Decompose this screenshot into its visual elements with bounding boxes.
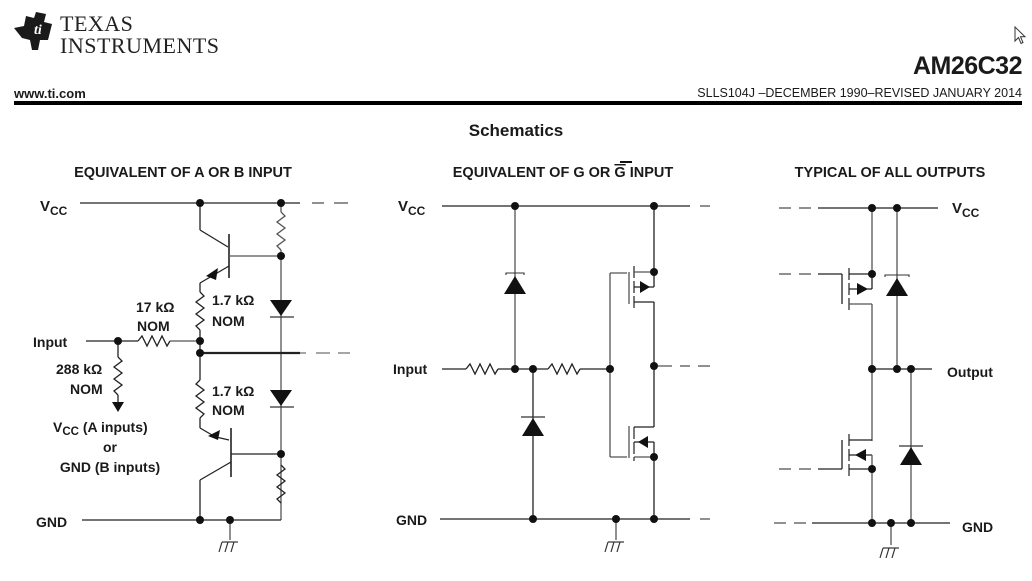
r-series-value: 17 kΩ <box>136 299 174 315</box>
r-pull-nom: NOM <box>70 381 103 397</box>
document-id: SLLS104J –DECEMBER 1990–REVISED JANUARY … <box>697 86 1022 100</box>
website-link[interactable]: www.ti.com <box>14 86 86 101</box>
part-number: AM26C32 <box>912 52 1023 80</box>
diagram-ab-title: EQUIVALENT OF A OR B INPUT <box>74 165 292 181</box>
diagram-outputs: TYPICAL OF ALL OUTPUTS VCC <box>774 165 993 559</box>
vcc-label: VCC <box>398 198 426 218</box>
header-rule <box>14 101 1022 105</box>
svg-text:ti: ti <box>34 23 42 38</box>
input-label: Input <box>33 334 68 350</box>
gnd-label: GND <box>396 512 427 528</box>
output-label: Output <box>947 364 993 380</box>
note-line-3: GND (B inputs) <box>60 459 160 475</box>
gnd-label: GND <box>36 514 67 530</box>
note-line-1: VCC (A inputs) <box>53 419 148 438</box>
vcc-label: VCC <box>952 200 980 220</box>
section-title: Schematics <box>468 121 564 140</box>
r-bot-value: 1.7 kΩ <box>212 383 254 399</box>
diagram-outputs-title: TYPICAL OF ALL OUTPUTS <box>795 165 986 181</box>
ti-logo-icon: ti <box>14 12 52 50</box>
diagram-g-title: EQUIVALENT OF G OR G INPUT <box>453 165 674 181</box>
gnd-label: GND <box>962 519 993 535</box>
brand-line-1: Texas <box>60 11 134 36</box>
vcc-label: VCC <box>40 198 68 218</box>
r-top-nom: NOM <box>212 313 245 329</box>
diagram-g-input: EQUIVALENT OF G OR G INPUT VCC <box>393 161 710 553</box>
ti-logo: ti Texas Instruments <box>12 10 219 58</box>
r-top-value: 1.7 kΩ <box>212 292 254 308</box>
r-series-nom: NOM <box>137 318 170 334</box>
input-label: Input <box>393 361 428 377</box>
mouse-cursor-icon <box>1014 26 1027 45</box>
ti-brand-text: Texas Instruments <box>60 11 220 58</box>
note-line-2: or <box>103 439 118 455</box>
brand-line-2: Instruments <box>60 33 220 58</box>
r-bot-nom: NOM <box>212 402 245 418</box>
r-pull-value: 288 kΩ <box>56 361 102 377</box>
diagram-ab-input: EQUIVALENT OF A OR B INPUT VCC <box>33 165 350 553</box>
